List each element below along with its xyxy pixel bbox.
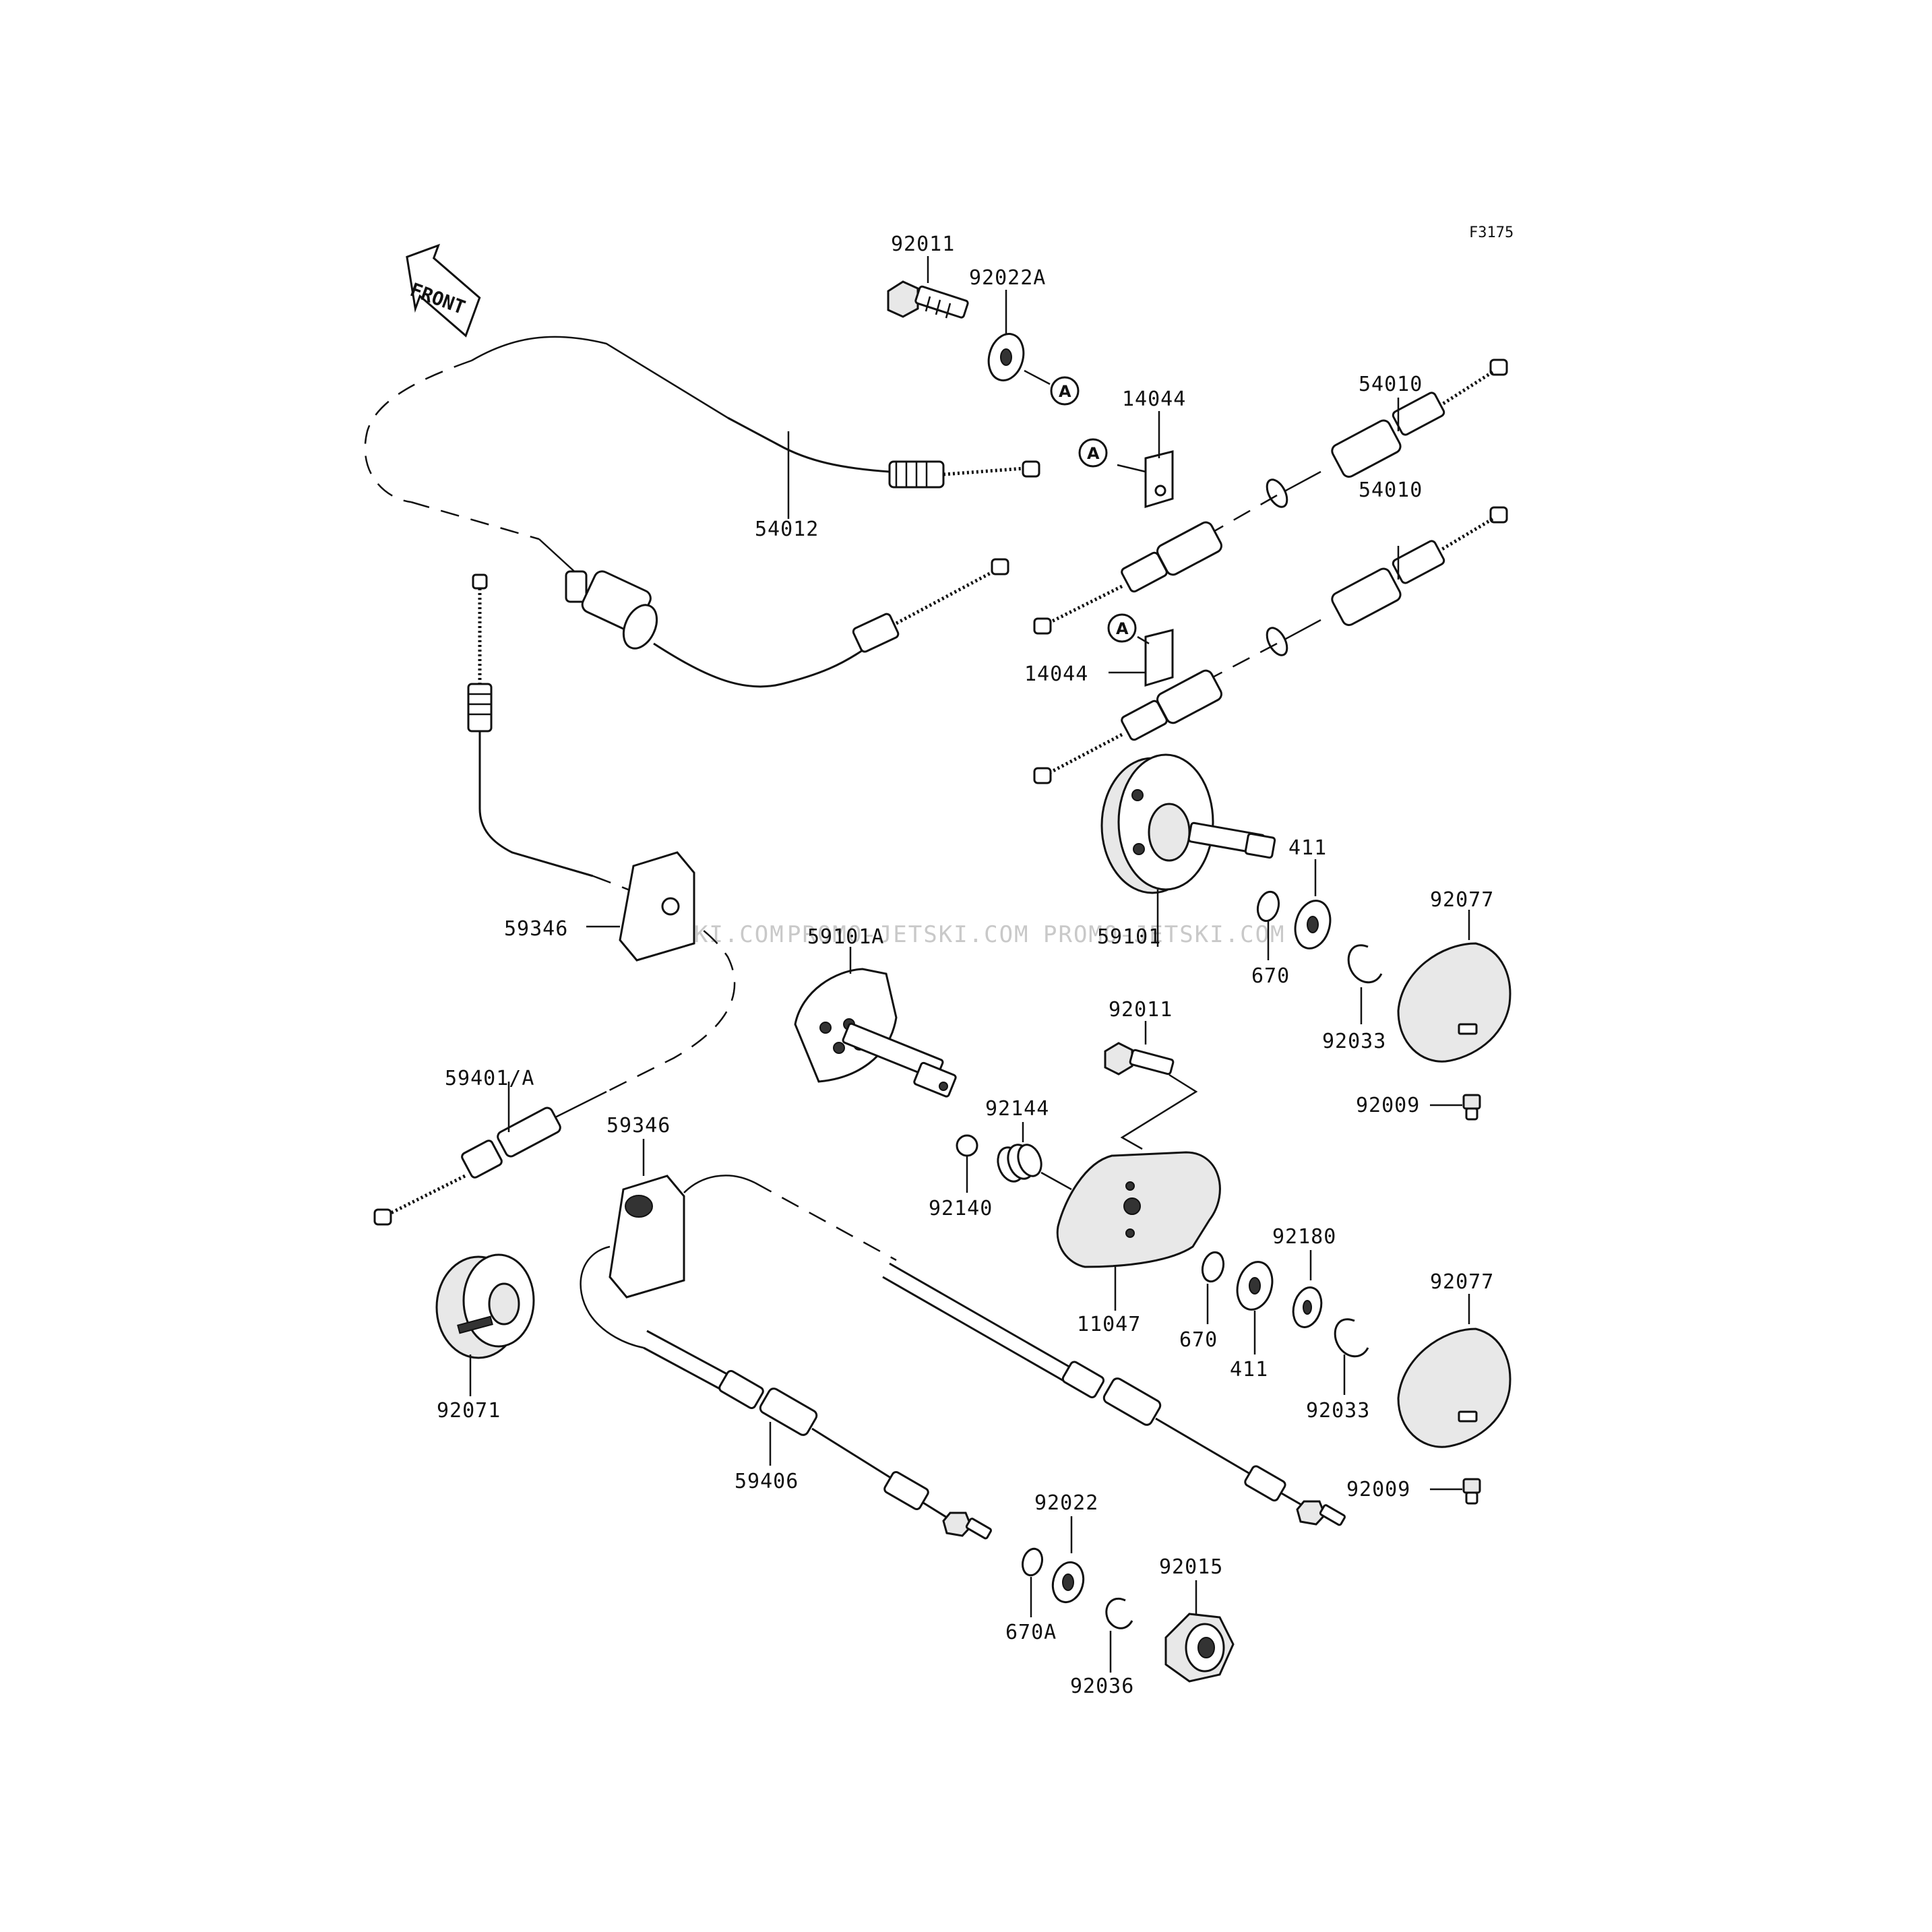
oring-670A: [1022, 1547, 1043, 1617]
circlip-92033-bot: [1334, 1318, 1369, 1395]
front-arrow-icon: FRONT: [406, 243, 481, 338]
knob-92077-bot: [1397, 1294, 1512, 1448]
label-92015: 92015: [1159, 1555, 1223, 1579]
washer-411-bot: [1236, 1261, 1274, 1354]
housing-11047: [1056, 1151, 1221, 1311]
marker-a-label: A: [1116, 619, 1129, 638]
cable-59406: [643, 1330, 992, 1540]
label-59101A: 59101A: [807, 925, 884, 949]
part-labels: 92011 92022A 14044 54010 54012 54010 140…: [437, 232, 1494, 1698]
circlip-92033-top: [1347, 944, 1383, 1024]
knob-92077-top: [1397, 910, 1512, 1063]
watermark-3: PROMO-JETSKI.COM: [1043, 921, 1286, 948]
label-54010-mid: 54010: [1359, 478, 1423, 502]
label-92033-bot: 92033: [1306, 1399, 1370, 1423]
oring-670-mid: [1201, 1251, 1225, 1324]
label-54010-top: 54010: [1359, 373, 1423, 396]
label-670-mid: 670: [1179, 1328, 1218, 1352]
circlip-92036: [1105, 1597, 1133, 1673]
marker-a-label: A: [1059, 382, 1071, 401]
bolt-92011-top: [887, 256, 969, 319]
nut-92015: [1164, 1580, 1235, 1683]
label-92180: 92180: [1272, 1225, 1336, 1249]
label-59406: 59406: [735, 1470, 799, 1493]
label-92011-mid: 92011: [1109, 998, 1173, 1022]
label-59401A: 59401/A: [445, 1067, 534, 1090]
bolt-92011-mid: [1104, 1021, 1198, 1150]
screw-92009-bot: [1430, 1478, 1481, 1505]
clip-14044-mid: A: [1107, 613, 1174, 687]
cable-54010-mid: [1033, 506, 1508, 784]
label-11047: 11047: [1077, 1313, 1141, 1336]
cable-54012: [364, 336, 1040, 688]
spring-92144: [997, 1122, 1072, 1191]
figure-code: F3175: [1469, 224, 1514, 241]
label-92077-bot: 92077: [1430, 1270, 1494, 1294]
cable-bracket-59346-top: [586, 851, 695, 962]
label-54012: 54012: [755, 518, 819, 541]
washer-411-top: [1294, 859, 1332, 949]
marker-a-label: A: [1087, 444, 1100, 463]
pulley-59101: [1100, 753, 1276, 947]
clip-14044-top: A: [1078, 411, 1174, 509]
label-411-top: 411: [1288, 836, 1327, 860]
label-92144: 92144: [985, 1097, 1049, 1121]
label-670A: 670A: [1005, 1621, 1057, 1644]
label-92022: 92022: [1034, 1491, 1098, 1515]
marker-a-icon: [1078, 438, 1108, 468]
label-59346-top: 59346: [504, 917, 568, 941]
label-92033-top: 92033: [1322, 1030, 1386, 1053]
cable-bracket-59346-bot: [580, 1139, 897, 1349]
label-92140: 92140: [929, 1197, 993, 1220]
cable-59401A: [373, 573, 736, 1226]
label-92022A: 92022A: [969, 266, 1046, 290]
label-92071: 92071: [437, 1399, 501, 1423]
boot-92071: [435, 1253, 535, 1396]
label-59346-bot: 59346: [606, 1114, 671, 1138]
label-14044-top: 14044: [1122, 387, 1186, 411]
label-59101: 59101: [1097, 925, 1161, 949]
oring-670-top: [1256, 890, 1280, 960]
label-92011-top: 92011: [891, 232, 955, 256]
label-92009-bot: 92009: [1346, 1478, 1410, 1501]
marker-a-icon: [1050, 376, 1080, 406]
lever-59101A: [794, 947, 957, 1098]
watermark-2: PROMO-JETSKI.COM: [787, 921, 1030, 948]
label-92009-top: 92009: [1356, 1094, 1420, 1117]
washer-92180: [1292, 1250, 1323, 1328]
screw-92009-top: [1430, 1094, 1481, 1121]
washer-92022A: A: [987, 290, 1080, 406]
ball-92140: [956, 1134, 978, 1193]
marker-a-icon: [1107, 613, 1137, 643]
label-670-top: 670: [1251, 964, 1290, 988]
washer-92022: [1051, 1516, 1085, 1604]
label-92036: 92036: [1070, 1675, 1134, 1698]
cable-long: [882, 1262, 1346, 1526]
label-92077-top: 92077: [1430, 888, 1494, 912]
label-411-bot: 411: [1230, 1358, 1268, 1381]
cable-54010-top: [1033, 359, 1508, 635]
label-14044-mid: 14044: [1024, 662, 1088, 686]
